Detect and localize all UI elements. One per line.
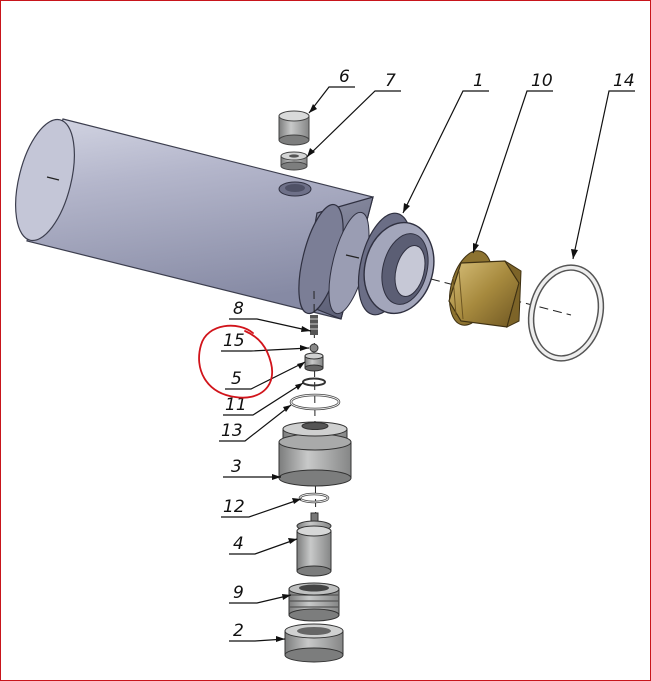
part-9-threaded-sleeve [288,582,340,622]
part-8-spring [310,315,318,335]
leader-8 [229,318,312,332]
part-3-housing [278,421,352,487]
arrowheads [272,104,578,642]
leader-14 [572,90,635,260]
leader-9 [229,594,292,604]
body-tube [15,118,435,320]
label-9: 9 [233,583,244,603]
leader-10 [472,90,553,254]
leader-2 [229,638,286,642]
leader-12 [221,498,302,518]
part-14-o-ring [527,264,605,362]
part-15-ball [309,343,319,353]
label-12: 12 [223,497,245,517]
part-7-washer [280,151,308,171]
label-11: 11 [225,395,247,415]
leader-5 [225,361,306,390]
label-6: 6 [339,67,350,87]
label-2: 2 [233,621,244,641]
label-14: 14 [613,71,635,91]
leader-13 [219,404,292,442]
label-8: 8 [233,299,244,319]
leader-11 [223,382,304,416]
leader-15 [221,347,310,352]
label-7: 7 [385,71,396,91]
leader-1 [402,90,489,214]
label-1: 1 [473,71,484,91]
part-10-brass-plug [448,250,522,328]
part-2-nut [284,623,344,663]
leader-7 [306,90,401,158]
label-5: 5 [231,369,242,389]
part-11-ring [302,377,326,387]
label-13: 13 [221,421,243,441]
part-6-cap [278,110,310,146]
label-4: 4 [233,534,244,554]
leader-6 [308,86,355,114]
label-10: 10 [531,71,553,91]
label-15: 15 [223,331,245,351]
label-3: 3 [231,457,242,477]
hand-drawn-highlight-circle [198,324,274,399]
part-5-seat [304,352,324,372]
part-4-valve-stem [296,512,332,577]
leader-4 [229,538,298,555]
